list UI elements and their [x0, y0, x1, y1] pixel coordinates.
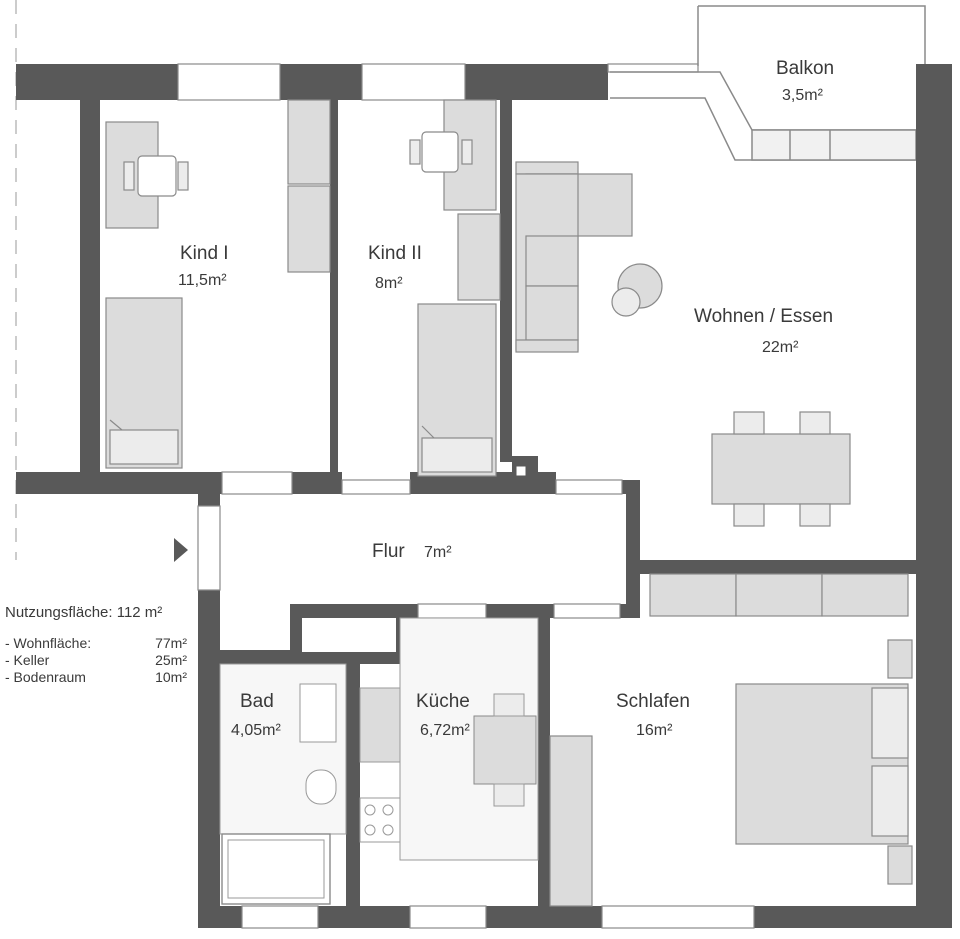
- legend-item-value: 77m²: [155, 635, 187, 651]
- legend-item-value: 25m²: [155, 652, 187, 668]
- kind1-furniture: [105, 99, 331, 469]
- legend-row: - Keller 25m²: [5, 652, 187, 669]
- balkon-area: 3,5m²: [782, 87, 824, 104]
- balkon-name: Balkon: [776, 58, 834, 79]
- kind2-furniture: [409, 99, 501, 477]
- legend-row: - Bodenraum 10m²: [5, 669, 187, 686]
- bad-name: Bad: [240, 691, 274, 712]
- legend-total: Nutzungsfläche: 112 m²: [5, 604, 163, 621]
- flur-area: 7m²: [424, 544, 452, 561]
- schlafen-name: Schlafen: [616, 691, 690, 712]
- schlafen-furniture: [549, 573, 913, 907]
- legend-row: - Wohnfläche: 77m²: [5, 635, 187, 652]
- legend-item-value: 10m²: [155, 669, 187, 685]
- flur-name: Flur: [372, 541, 405, 562]
- bad-area: 4,05m²: [231, 722, 281, 739]
- kind2-name: Kind II: [368, 243, 422, 264]
- wohnen-furniture: [515, 161, 851, 527]
- legend-item-name: - Bodenraum: [5, 669, 86, 685]
- area-legend: Nutzungsfläche: 112 m² - Wohnfläche: 77m…: [5, 604, 187, 686]
- legend-item-name: - Wohnfläche:: [5, 635, 92, 651]
- kueche-furniture: [359, 617, 539, 861]
- kueche-area: 6,72m²: [420, 722, 470, 739]
- kind2-area: 8m²: [375, 275, 403, 292]
- kind1-area: 11,5m²: [178, 272, 227, 289]
- wohnen-name: Wohnen / Essen: [694, 306, 833, 327]
- walls: [16, 64, 952, 928]
- kind1-name: Kind I: [180, 243, 229, 264]
- wohnen-area: 22m²: [762, 339, 799, 356]
- bad-furniture: [219, 663, 347, 905]
- schlafen-area: 16m²: [636, 722, 673, 739]
- entrance-arrow-icon: [174, 538, 188, 562]
- windows: [177, 63, 755, 929]
- legend-item-name: - Keller: [5, 652, 50, 668]
- balcony: [610, 5, 926, 161]
- kueche-name: Küche: [416, 691, 470, 712]
